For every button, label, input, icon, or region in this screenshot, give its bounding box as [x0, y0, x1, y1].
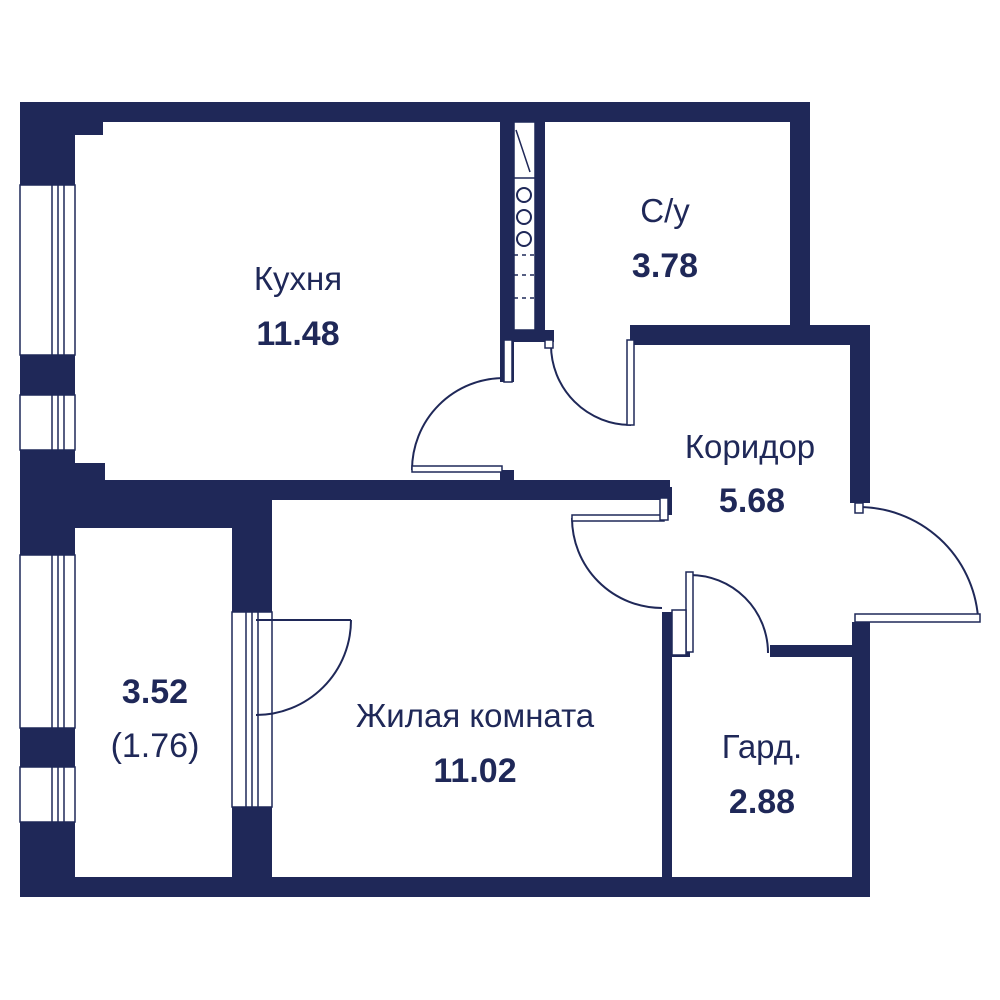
wall-bottom	[20, 877, 870, 897]
door-bathroom	[544, 339, 635, 426]
wall-top-corner	[75, 102, 103, 135]
wall-top	[20, 102, 810, 122]
window-balcony-2	[19, 766, 76, 823]
wall-kitchen-bottom-main	[20, 480, 670, 500]
room-kitchen-area: 11.48	[256, 315, 339, 353]
wall-corridor-right-upper	[850, 325, 870, 503]
walls	[20, 102, 870, 897]
window-living-door	[231, 611, 273, 808]
room-kitchen-name: Кухня	[254, 260, 342, 297]
room-wardrobe-name: Гард.	[722, 728, 802, 765]
room-living: Жилая комната 11.02	[356, 697, 595, 790]
window-balcony-1	[19, 554, 76, 729]
room-bathroom-name: С/у	[640, 192, 690, 229]
wall-living-right	[662, 612, 672, 882]
room-corridor-name: Коридор	[685, 428, 815, 465]
room-living-name: Жилая комната	[356, 697, 595, 734]
room-balcony: 3.52 (1.76)	[111, 673, 200, 765]
wall-corridor-top	[630, 325, 870, 345]
door-kitchen	[411, 339, 513, 473]
wall-bathroom-left	[535, 102, 545, 342]
room-bathroom: С/у 3.78	[632, 192, 698, 285]
door-balcony	[255, 619, 352, 716]
room-wardrobe: Гард. 2.88	[722, 728, 802, 821]
doors	[255, 339, 981, 716]
room-wardrobe-area: 2.88	[729, 783, 795, 821]
wall-wardrobe-top	[770, 645, 852, 657]
windows	[19, 184, 273, 823]
wall-kitchen-bottom-stub	[500, 470, 514, 490]
window-kitchen-1	[19, 184, 76, 356]
wall-kitchen-right	[500, 102, 514, 382]
room-balcony-area: 3.52	[122, 673, 188, 711]
stove-icon	[513, 121, 536, 331]
room-corridor-area: 5.68	[719, 482, 785, 520]
door-living	[571, 497, 669, 609]
room-balcony-area-reduced: (1.76)	[111, 727, 200, 765]
room-living-area: 11.02	[433, 752, 516, 790]
wall-bathroom-right	[790, 102, 810, 342]
wall-bathroom-bottom	[514, 330, 554, 342]
wall-corridor-right-lower	[852, 622, 870, 897]
door-wardrobe	[671, 571, 769, 656]
door-entrance	[854, 502, 981, 623]
room-bathroom-area: 3.78	[632, 247, 698, 285]
window-kitchen-2	[19, 394, 76, 451]
wall-insets	[75, 122, 500, 877]
room-kitchen: Кухня 11.48	[254, 260, 342, 353]
room-corridor: Коридор 5.68	[685, 428, 815, 520]
wall-balcony-top	[75, 498, 235, 528]
